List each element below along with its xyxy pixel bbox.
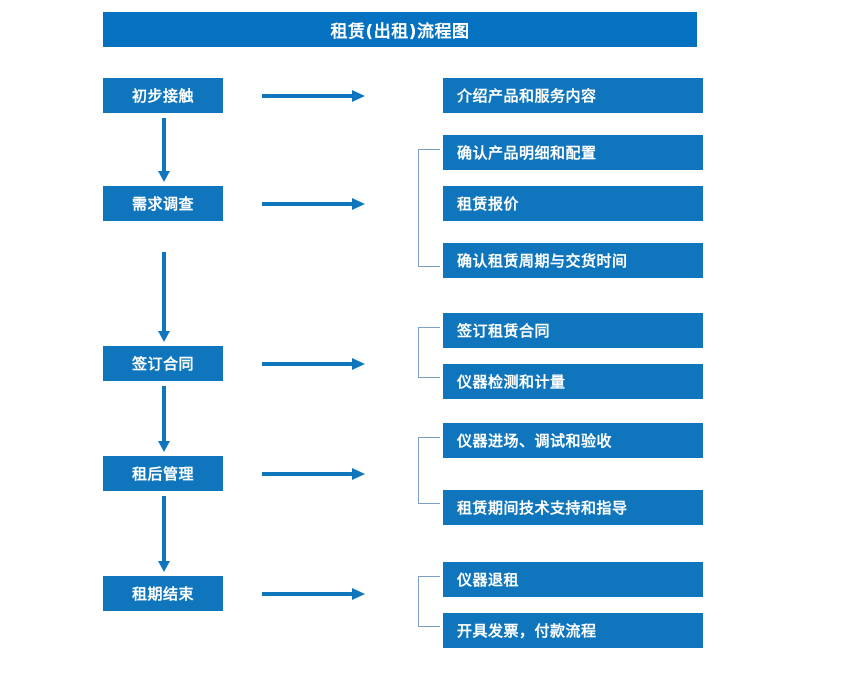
flow-arrow-down-1 bbox=[157, 118, 171, 182]
detail-box-2[interactable]: 确认产品明细和配置 bbox=[443, 135, 703, 170]
stage-box-5[interactable]: 租期结束 bbox=[103, 576, 223, 611]
detail-box-6[interactable]: 仪器检测和计量 bbox=[443, 364, 703, 399]
detail-arrow-right-5 bbox=[262, 587, 365, 601]
arrow-shaft bbox=[262, 362, 353, 366]
group-bracket-4 bbox=[418, 576, 440, 627]
arrow-head bbox=[352, 90, 365, 102]
detail-box-5[interactable]: 签订租赁合同 bbox=[443, 313, 703, 348]
arrow-shaft bbox=[262, 202, 353, 206]
stage-box-1[interactable]: 初步接触 bbox=[103, 78, 223, 113]
arrow-shaft bbox=[262, 472, 353, 476]
detail-arrow-right-1 bbox=[262, 89, 365, 103]
stage-box-3[interactable]: 签订合同 bbox=[103, 346, 223, 381]
arrow-shaft bbox=[162, 118, 166, 171]
arrow-head bbox=[158, 561, 170, 572]
detail-arrow-right-4 bbox=[262, 467, 365, 481]
flow-arrow-down-3 bbox=[157, 386, 171, 452]
group-bracket-2 bbox=[418, 327, 440, 378]
arrow-head bbox=[352, 468, 365, 480]
detail-box-4[interactable]: 确认租赁周期与交货时间 bbox=[443, 243, 703, 278]
arrow-head bbox=[158, 441, 170, 452]
detail-box-10[interactable]: 开具发票，付款流程 bbox=[443, 613, 703, 648]
arrow-shaft bbox=[162, 252, 166, 331]
flow-arrow-down-4 bbox=[157, 496, 171, 572]
detail-box-9[interactable]: 仪器退租 bbox=[443, 562, 703, 597]
arrow-head bbox=[158, 171, 170, 182]
arrow-shaft bbox=[162, 496, 166, 561]
diagram-title: 租赁(出租)流程图 bbox=[103, 12, 697, 47]
arrow-shaft bbox=[262, 592, 353, 596]
flow-arrow-down-2 bbox=[157, 252, 171, 342]
group-bracket-3 bbox=[418, 437, 440, 504]
arrow-head bbox=[352, 358, 365, 370]
arrow-shaft bbox=[262, 94, 353, 98]
stage-box-4[interactable]: 租后管理 bbox=[103, 456, 223, 491]
arrow-head bbox=[352, 588, 365, 600]
arrow-head bbox=[158, 331, 170, 342]
group-bracket-1 bbox=[418, 149, 440, 267]
detail-box-3[interactable]: 租赁报价 bbox=[443, 186, 703, 221]
detail-box-1[interactable]: 介绍产品和服务内容 bbox=[443, 78, 703, 113]
arrow-shaft bbox=[162, 386, 166, 441]
stage-box-2[interactable]: 需求调查 bbox=[103, 186, 223, 221]
arrow-head bbox=[352, 198, 365, 210]
detail-arrow-right-3 bbox=[262, 357, 365, 371]
detail-arrow-right-2 bbox=[262, 197, 365, 211]
detail-box-8[interactable]: 租赁期间技术支持和指导 bbox=[443, 490, 703, 525]
detail-box-7[interactable]: 仪器进场、调试和验收 bbox=[443, 423, 703, 458]
